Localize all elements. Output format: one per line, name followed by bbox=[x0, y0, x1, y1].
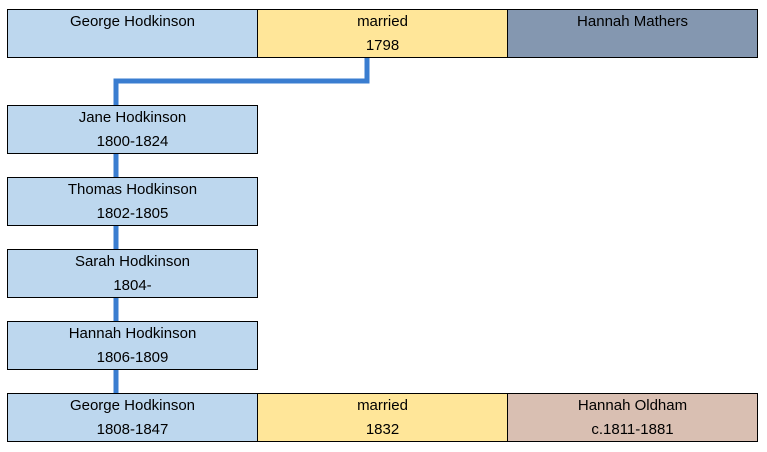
top-wife-name: Hannah Mathers bbox=[577, 13, 688, 30]
child-dates: 1800-1824 bbox=[96, 133, 169, 150]
child-name: Thomas Hodkinson bbox=[67, 181, 198, 198]
top-husband-box: George Hodkinson bbox=[7, 9, 258, 58]
top-husband-name: George Hodkinson bbox=[69, 13, 196, 30]
bottom-wife-box: Hannah Oldham c.1811-1881 bbox=[507, 393, 758, 442]
child-dates: 1802-1805 bbox=[96, 205, 169, 222]
marriage-to-children-connector bbox=[113, 57, 370, 105]
top-marriage-label: married bbox=[357, 13, 408, 30]
bottom-wife-name: Hannah Oldham bbox=[577, 397, 688, 414]
top-marriage-year: 1798 bbox=[365, 37, 400, 54]
child-name: Jane Hodkinson bbox=[78, 109, 187, 126]
bottom-marriage-label: married bbox=[357, 397, 408, 414]
bottom-husband-box: George Hodkinson 1808-1847 bbox=[7, 393, 258, 442]
child-box-2: Thomas Hodkinson 1802-1805 bbox=[7, 177, 258, 226]
child-box-1: Jane Hodkinson 1800-1824 bbox=[7, 105, 258, 154]
bottom-marriage-box: married 1832 bbox=[257, 393, 508, 442]
bottom-wife-dates: c.1811-1881 bbox=[591, 421, 674, 438]
top-marriage-box: married 1798 bbox=[257, 9, 508, 58]
child-box-3: Sarah Hodkinson 1804- bbox=[7, 249, 258, 298]
child-name: Sarah Hodkinson bbox=[74, 253, 191, 270]
top-wife-box: Hannah Mathers bbox=[507, 9, 758, 58]
bottom-marriage-year: 1832 bbox=[365, 421, 400, 438]
bottom-husband-name: George Hodkinson bbox=[69, 397, 196, 414]
bottom-husband-dates: 1808-1847 bbox=[96, 421, 169, 438]
child-name: Hannah Hodkinson bbox=[68, 325, 197, 342]
child-dates: 1804- bbox=[113, 277, 152, 294]
child-dates: 1806-1809 bbox=[96, 349, 169, 366]
child-box-4: Hannah Hodkinson 1806-1809 bbox=[7, 321, 258, 370]
